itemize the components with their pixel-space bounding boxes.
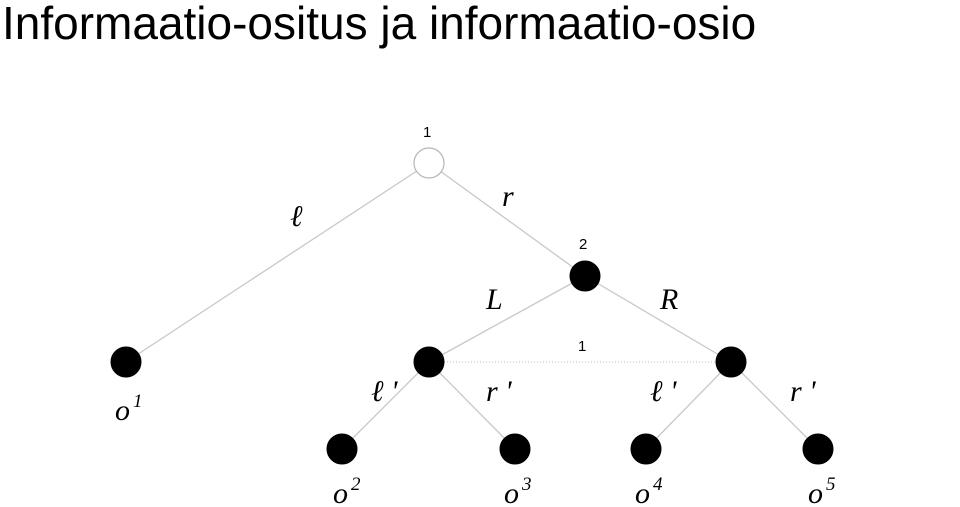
root-node — [413, 147, 445, 179]
edge-p2-left — [428, 275, 586, 363]
outcome-node-1 — [110, 346, 142, 378]
edge-p2-right — [584, 275, 732, 363]
info-set-node-left — [413, 346, 445, 378]
outcome-node-4 — [630, 433, 662, 465]
edge-right-left — [645, 361, 732, 450]
action-label-p2-right: R — [659, 283, 678, 316]
edge-root-left — [125, 162, 430, 363]
info-set-node-right — [715, 346, 747, 378]
action-label-root-left: ℓ — [290, 200, 303, 233]
player-label-2: 2 — [579, 236, 587, 253]
action-label-right-right: r ' — [790, 375, 816, 408]
action-label-left-right: r ' — [486, 375, 512, 408]
edge-left-right — [428, 361, 516, 450]
action-label-p2-left: L — [485, 283, 503, 316]
player-label-root: 1 — [423, 124, 431, 141]
edge-right-right — [730, 361, 819, 450]
player2-node — [569, 260, 601, 292]
edge-left-left — [341, 361, 430, 450]
action-label-root-right: r — [502, 180, 514, 213]
player-label-info-set: 1 — [578, 338, 586, 355]
action-label-left-left: ℓ ' — [371, 375, 398, 408]
page-title: Informaatio-ositus ja informaatio-osio — [2, 0, 757, 49]
outcome-node-5 — [802, 433, 834, 465]
outcome-node-2 — [326, 433, 358, 465]
outcome-node-3 — [499, 433, 531, 465]
edge-root-right — [428, 162, 586, 277]
action-label-right-left: ℓ ' — [650, 375, 677, 408]
